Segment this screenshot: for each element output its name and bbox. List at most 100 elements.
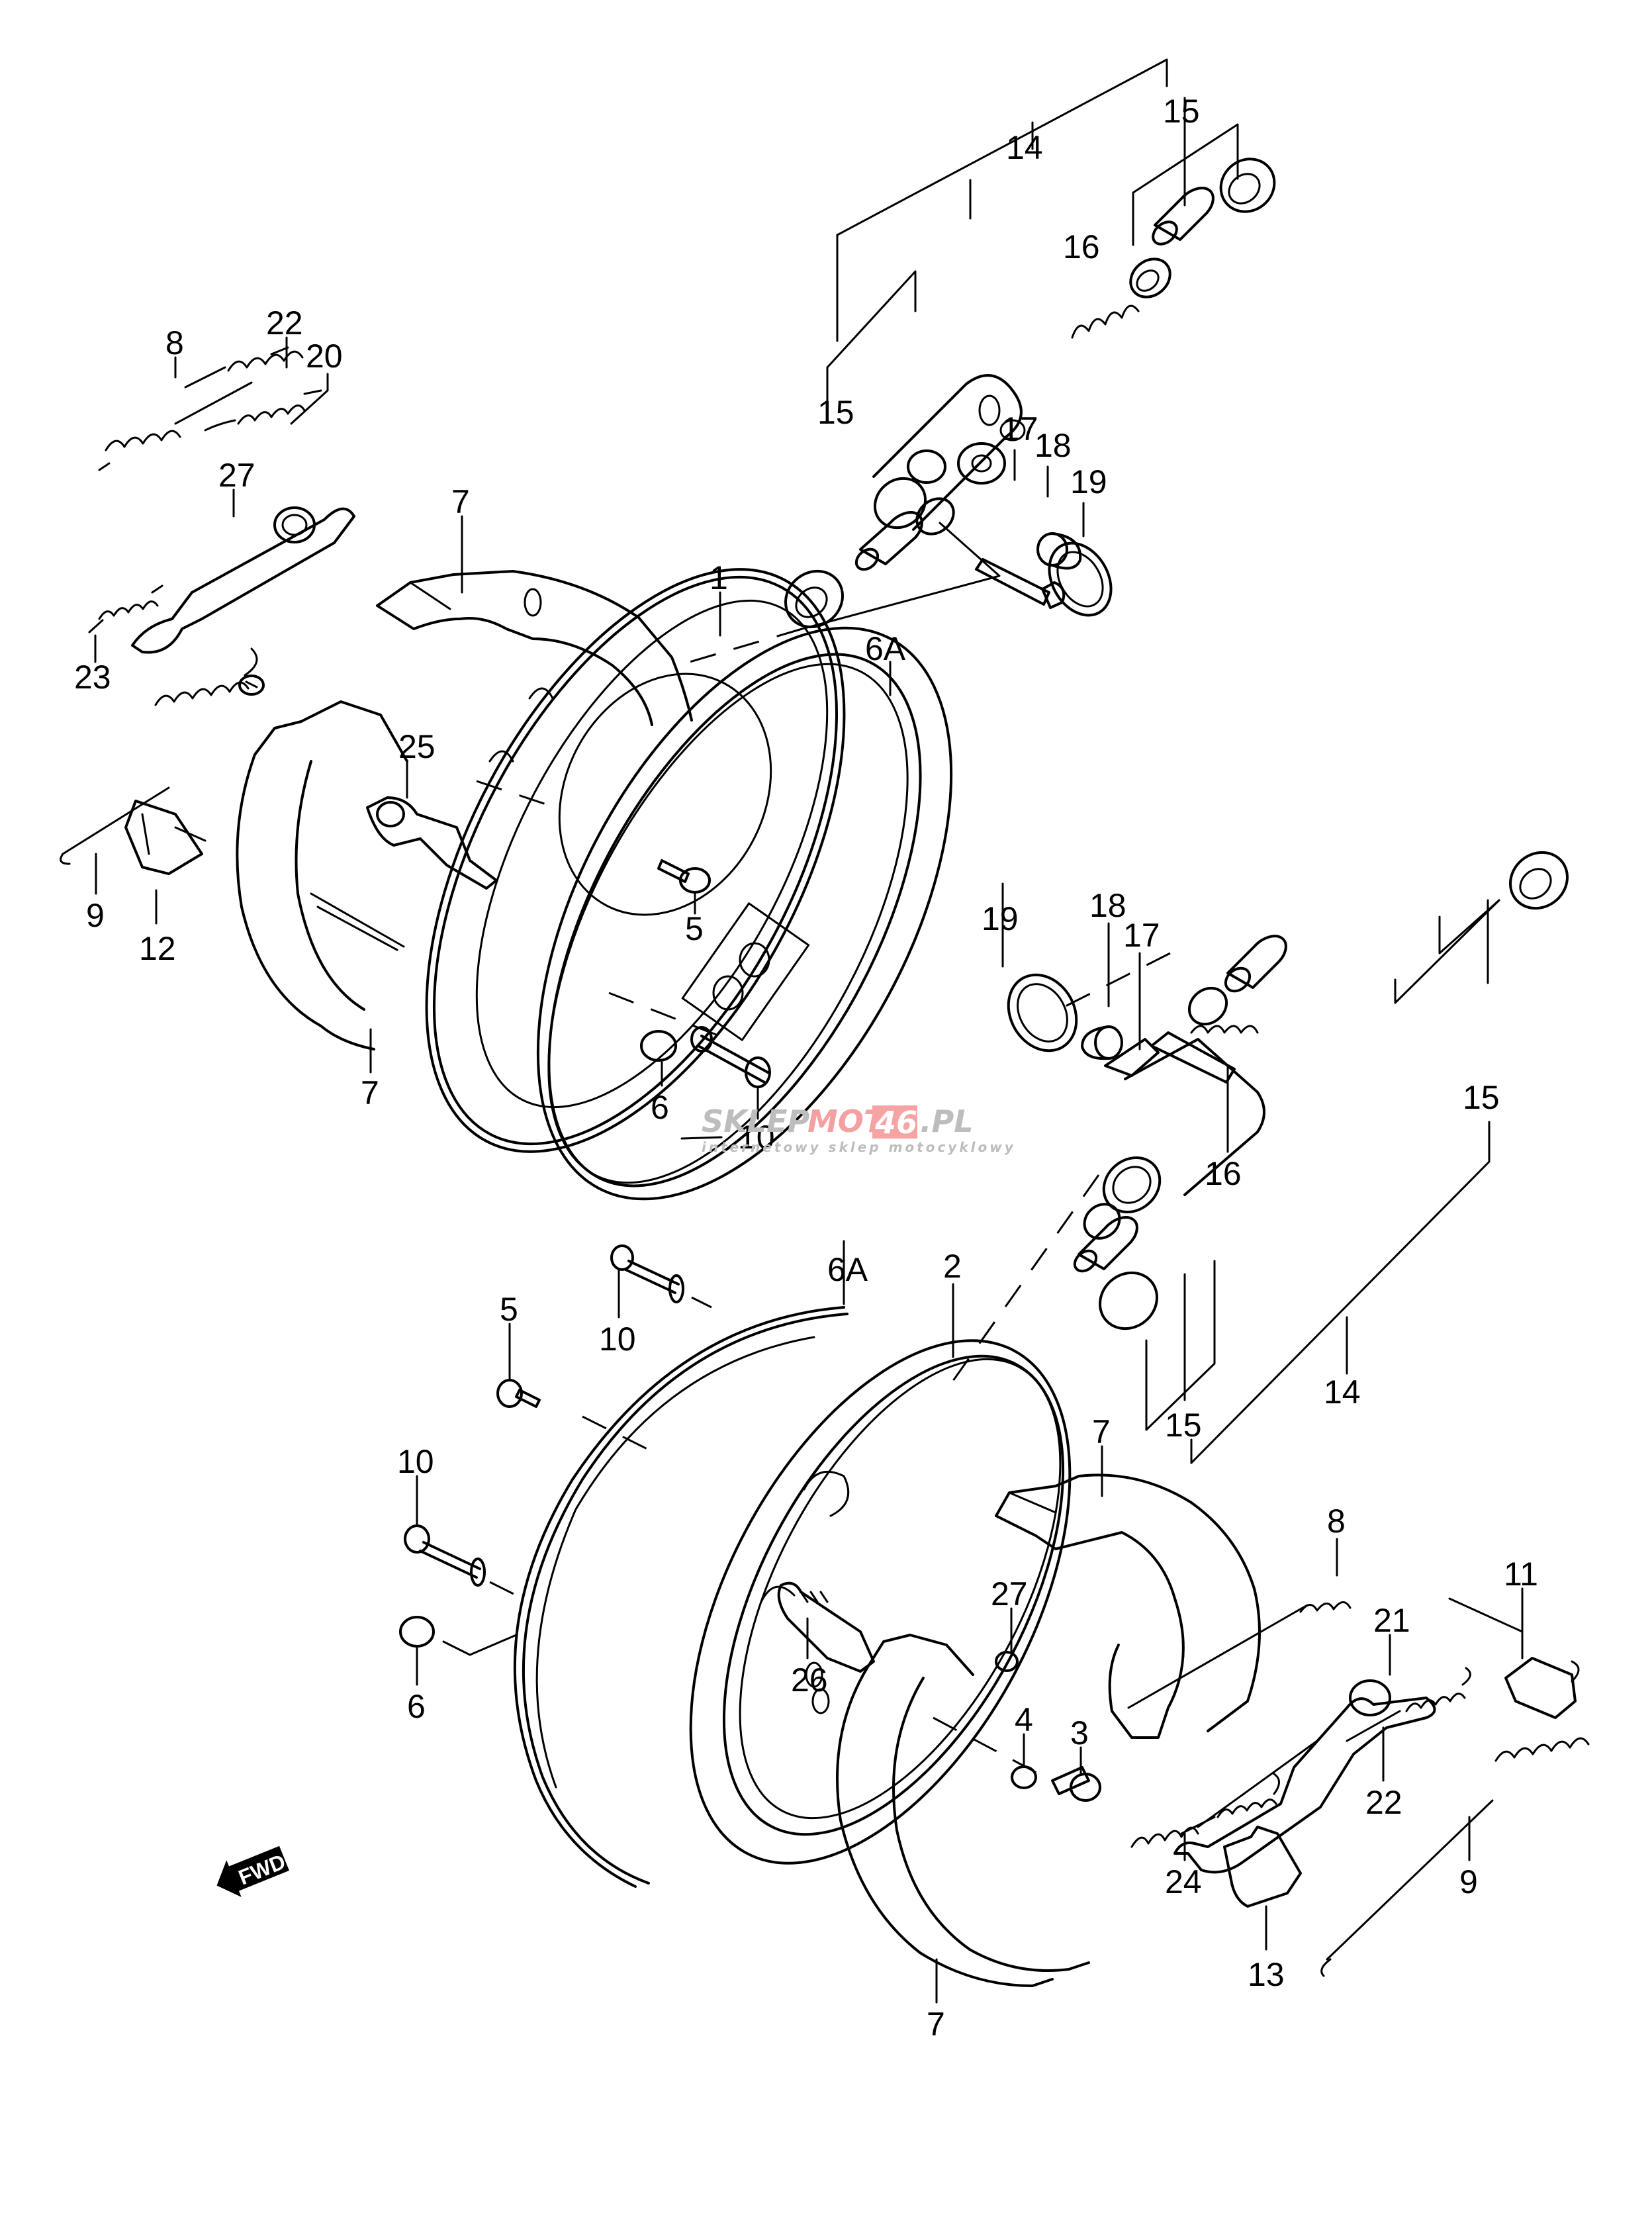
callout-10-upper: 10 bbox=[738, 1119, 775, 1156]
hold-pin-10-lower-bottom bbox=[404, 1475, 524, 1600]
boot-middle-right bbox=[1508, 851, 1569, 910]
callout-7-upper-top: 7 bbox=[451, 483, 470, 520]
back-plate-1 bbox=[425, 568, 846, 1153]
adjuster-lever-20-upper bbox=[131, 506, 355, 654]
spring-cup-12-upper bbox=[124, 800, 206, 875]
strut-25-upper bbox=[366, 760, 498, 890]
callout-4: 4 bbox=[1015, 1701, 1033, 1738]
plug-6-lower bbox=[399, 1616, 518, 1686]
gasket-19-upper bbox=[1048, 541, 1113, 617]
callout-7-lower-bottom: 7 bbox=[927, 2006, 945, 2043]
piston-right bbox=[1152, 187, 1215, 246]
callout-12-upper: 12 bbox=[139, 930, 176, 967]
callout-20-upper: 20 bbox=[306, 338, 343, 375]
spring-9-upper bbox=[60, 647, 258, 865]
callout-7-lower-top: 7 bbox=[1092, 1413, 1111, 1450]
callout-27-lower: 27 bbox=[991, 1575, 1028, 1612]
nut-27-lower bbox=[995, 1607, 1019, 1672]
boot-left-upper bbox=[784, 569, 845, 629]
watermark-red-box bbox=[872, 1105, 917, 1139]
callout-3: 3 bbox=[1070, 1714, 1089, 1751]
cylinder-boot-right bbox=[1219, 158, 1276, 213]
brake-drum-6a-lower bbox=[513, 1240, 849, 1888]
spring-22-upper bbox=[204, 389, 322, 432]
brake-shoe-7-upper-top bbox=[376, 515, 693, 726]
spring-cup-13-lower bbox=[1223, 1826, 1302, 1951]
lower-right-hardware: 8 21 11 22 9 24 13 bbox=[1127, 1503, 1590, 1993]
callout-15-upper-left: 15 bbox=[817, 394, 854, 431]
callout-22-lower: 22 bbox=[1365, 1784, 1402, 1821]
callout-15-middle-right: 15 bbox=[1463, 1079, 1500, 1116]
cup-right bbox=[1129, 257, 1171, 299]
callout-6-upper: 6 bbox=[651, 1089, 669, 1126]
adjuster-lever-21-lower bbox=[1173, 1634, 1436, 1874]
upper-brake-assembly: 7 1 6A 25 5 7 6 10 bbox=[236, 483, 953, 1201]
spring-16-middle bbox=[1190, 1025, 1259, 1153]
callout-17-upper: 17 bbox=[1001, 410, 1038, 447]
callout-26: 26 bbox=[791, 1661, 828, 1699]
callout-27-upper: 27 bbox=[218, 457, 255, 494]
callout-15-upper-right: 15 bbox=[1163, 93, 1200, 130]
callout-6-lower: 6 bbox=[407, 1688, 426, 1725]
piston-middle-right bbox=[1224, 935, 1287, 993]
callout-18-middle: 18 bbox=[1089, 887, 1126, 924]
callout-17-middle: 17 bbox=[1123, 917, 1160, 954]
callout-21: 21 bbox=[1373, 1602, 1410, 1639]
callout-8-upper: 8 bbox=[165, 324, 184, 361]
callout-9-lower: 9 bbox=[1459, 1863, 1478, 1900]
upper-left-hardware: 8 22 20 27 23 9 12 bbox=[60, 304, 355, 967]
callout-14-upper: 14 bbox=[1006, 129, 1043, 166]
spring-8-lower bbox=[1127, 1538, 1352, 1848]
callout-14-middle: 14 bbox=[1324, 1374, 1361, 1411]
callout-19-upper: 19 bbox=[1070, 463, 1107, 500]
callout-5-upper: 5 bbox=[685, 910, 704, 947]
spring-cup-11-lower bbox=[1448, 1587, 1577, 1719]
wheel-cylinder-body-upper bbox=[872, 374, 1026, 531]
watermark-brand-number: 46 bbox=[874, 1105, 917, 1141]
spring-22-lower bbox=[1346, 1667, 1471, 1782]
nut-27-upper bbox=[238, 675, 265, 696]
callout-19-middle: 19 bbox=[982, 900, 1019, 937]
bolt-5-upper bbox=[657, 859, 711, 915]
watermark: SKLEP MOTO 46 .PL internetowy sklep moto… bbox=[702, 1103, 1016, 1155]
watermark-suffix: .PL bbox=[920, 1103, 974, 1139]
callout-8-lower: 8 bbox=[1327, 1503, 1346, 1540]
bleeder-plug-17-middle bbox=[1138, 952, 1236, 1084]
callout-15-middle-left: 15 bbox=[1165, 1407, 1202, 1444]
callout-22-upper: 22 bbox=[266, 304, 303, 342]
piston-middle-left bbox=[1073, 1216, 1138, 1273]
callout-11: 11 bbox=[1504, 1556, 1538, 1593]
brake-shoe-7-upper-bottom bbox=[236, 700, 408, 1074]
bleeder-cap-18-upper bbox=[1036, 532, 1082, 570]
callout-2: 2 bbox=[943, 1248, 962, 1285]
bleeder-cap-18-middle bbox=[1081, 922, 1123, 1060]
spring-9-lower bbox=[1320, 1660, 1590, 1977]
callout-16-middle: 16 bbox=[1205, 1155, 1242, 1192]
bolt-3-lower bbox=[1051, 1746, 1101, 1802]
upper-wheel-cylinder-group: 14 15 16 15 17 18 19 bbox=[678, 58, 1276, 667]
callout-13: 13 bbox=[1248, 1956, 1285, 1993]
bolt-5-lower bbox=[496, 1323, 663, 1458]
callout-10-lower-top: 10 bbox=[599, 1321, 636, 1358]
callout-9-upper: 9 bbox=[86, 897, 105, 934]
watermark-brand-gray: SKLEP bbox=[702, 1103, 810, 1139]
brake-shoe-7-lower-top bbox=[995, 1445, 1261, 1739]
watermark-tagline: internetowy sklep motocyklowy bbox=[702, 1139, 1016, 1155]
callout-10-lower-bottom: 10 bbox=[397, 1443, 434, 1480]
cup-middle-right bbox=[1187, 986, 1228, 1026]
plug-6-upper bbox=[640, 1030, 677, 1087]
gasket-19-middle bbox=[1001, 882, 1078, 1052]
middle-wheel-cylinder-group: 19 18 17 16 15 15 14 bbox=[945, 851, 1569, 1464]
callout-23-upper: 23 bbox=[74, 659, 111, 696]
callout-16-upper: 16 bbox=[1063, 228, 1100, 265]
cup-middle-left bbox=[1083, 1203, 1121, 1240]
callout-18-upper: 18 bbox=[1034, 427, 1072, 464]
hold-pin-10-lower-top bbox=[610, 1244, 712, 1319]
hold-pin-10-upper bbox=[690, 1026, 771, 1120]
boot-middle-left bbox=[1098, 1271, 1159, 1330]
spring-16-upper bbox=[1071, 304, 1140, 339]
spring-8-upper bbox=[98, 346, 304, 471]
back-plate-2 bbox=[689, 1283, 1072, 1865]
brake-shoe-7-lower-bottom bbox=[836, 1634, 1090, 2004]
